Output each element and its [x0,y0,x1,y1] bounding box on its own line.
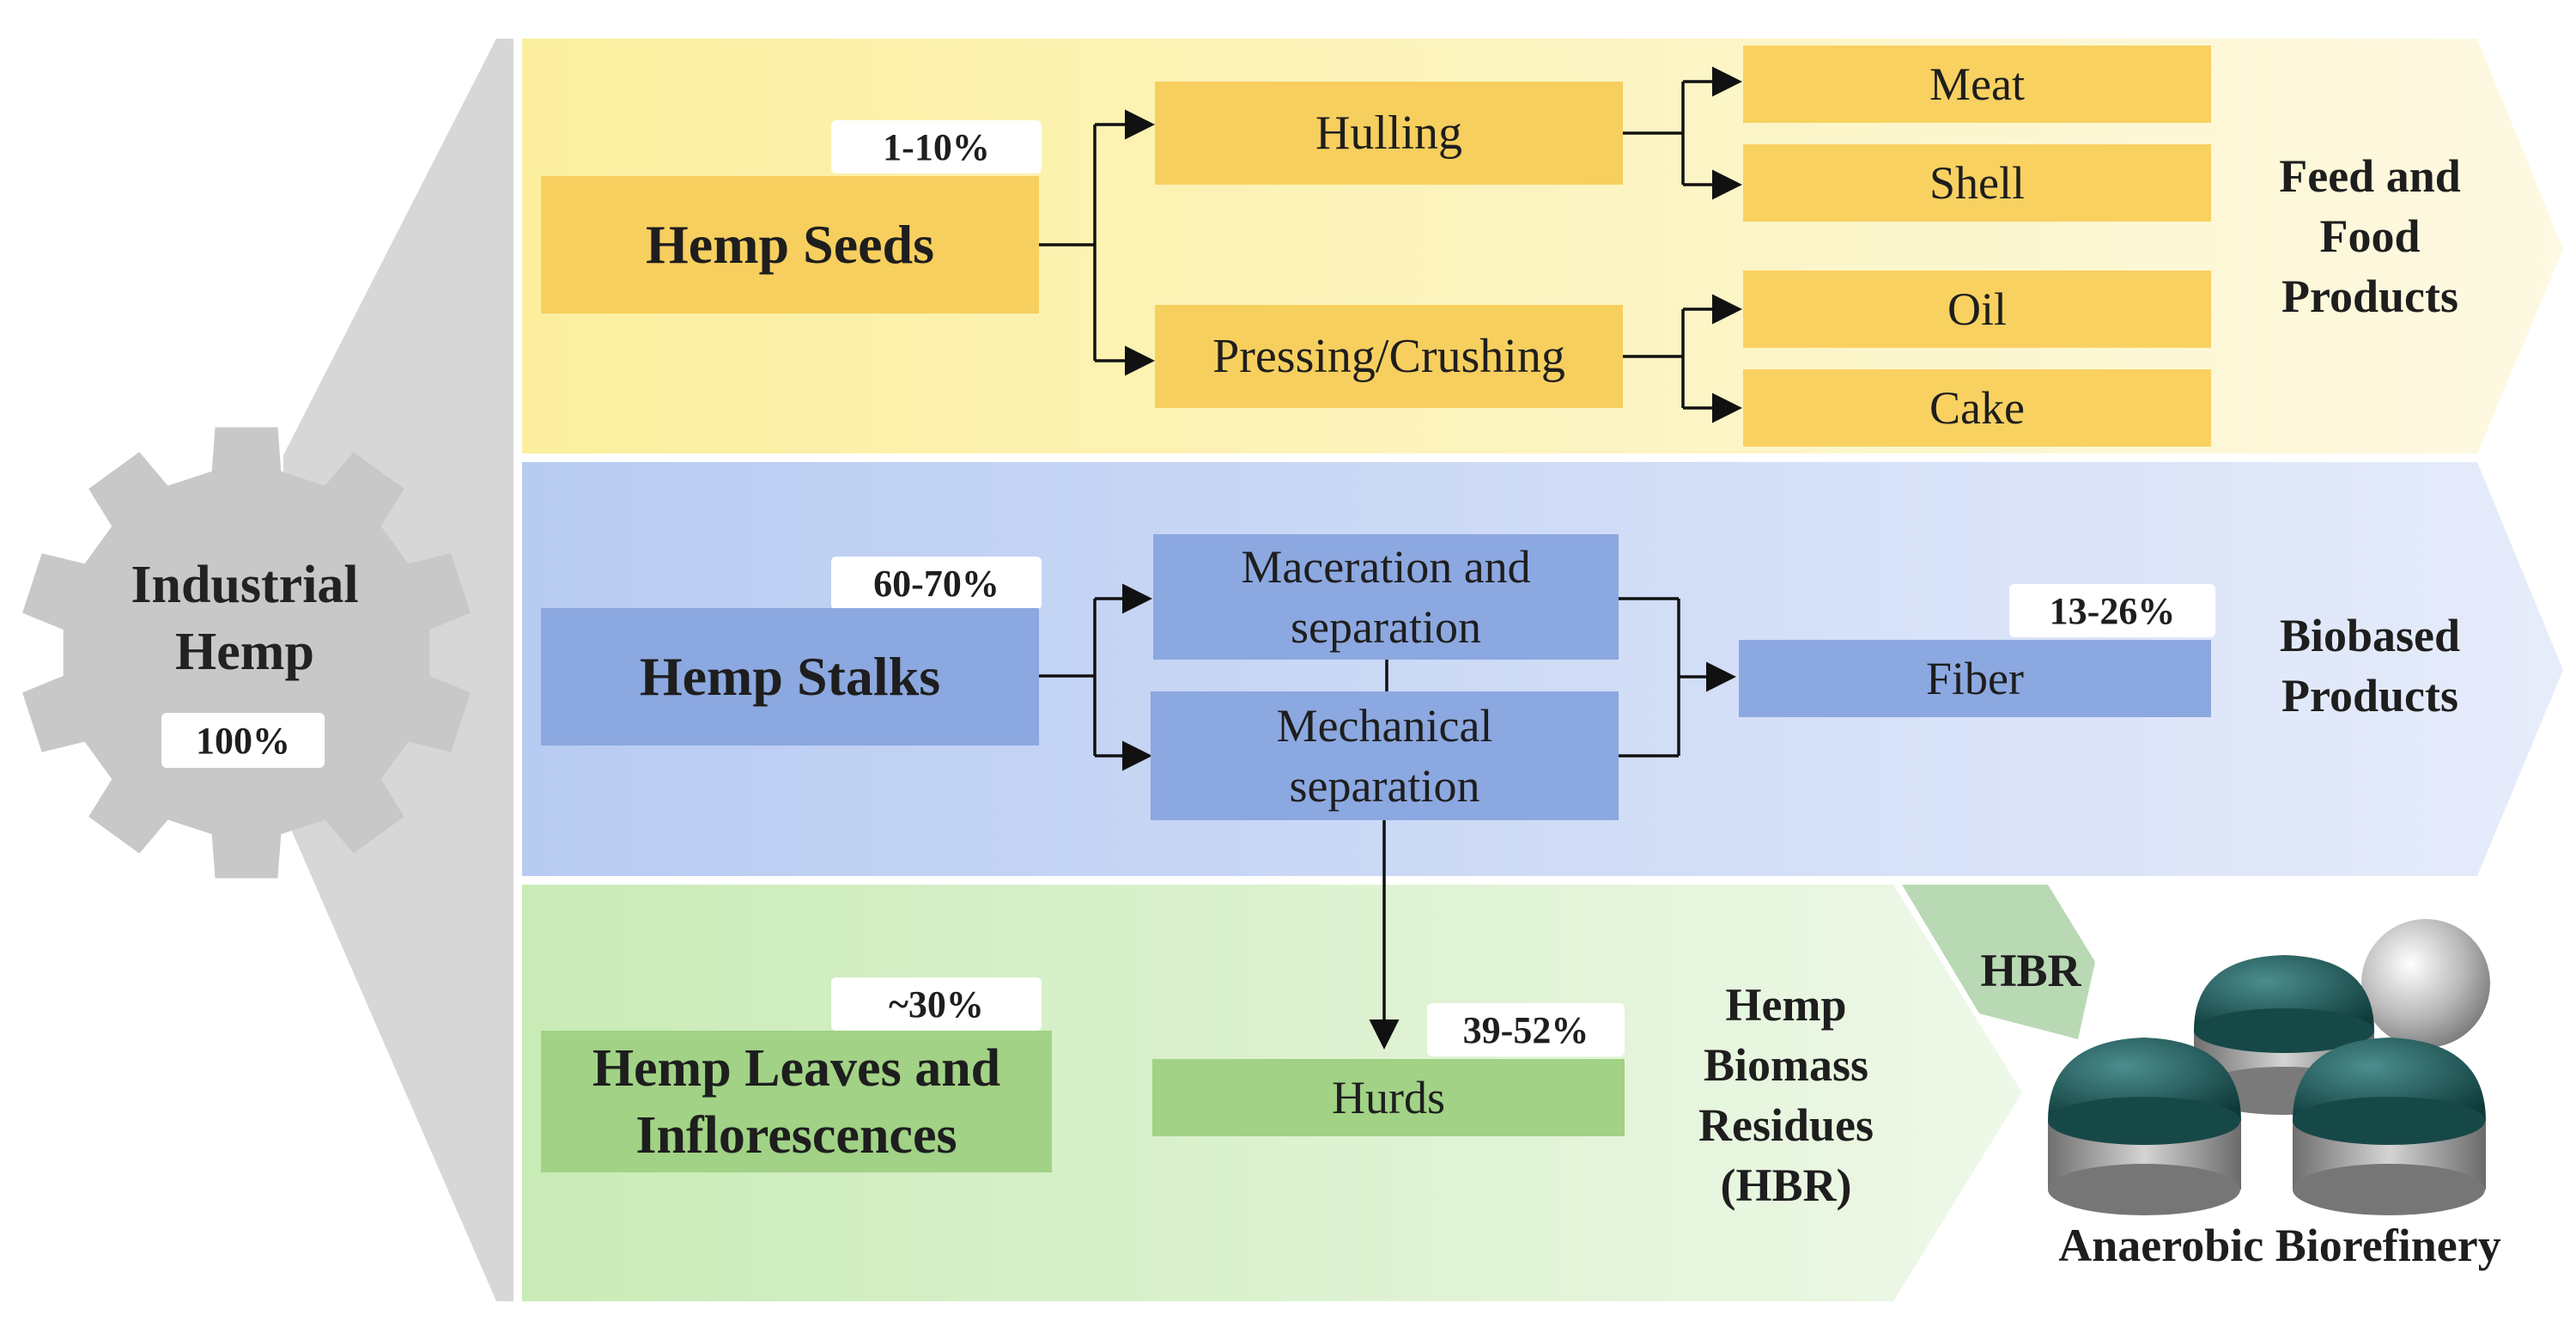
meat-box: Meat [1743,46,2211,123]
stalks-percent: 60-70% [831,557,1042,610]
shell-box: Shell [1743,144,2211,222]
connector-lines [1039,66,1742,1050]
hemp-seeds-box: Hemp Seeds [541,176,1039,313]
seeds-percent: 1-10% [831,120,1042,173]
hemp-leaves-box: Hemp Leaves and Inflorescences [541,1031,1052,1172]
maceration-box: Maceration and separation [1153,534,1619,660]
industrial-hemp-percent: 100% [161,713,325,768]
biobased-category: Biobased Products [2279,610,2461,721]
fiber-box: Fiber [1739,640,2211,717]
hemp-stalks-box: Hemp Stalks [541,608,1039,746]
hurds-box: Hurds [1152,1059,1625,1136]
cake-box: Cake [1743,369,2211,447]
hbr-category: Hemp Biomass Residues (HBR) [1698,979,1874,1211]
oil-box: Oil [1743,271,2211,348]
fiber-percent: 13-26% [2009,584,2215,637]
leaves-percent: ~30% [831,977,1042,1031]
hulling-box: Hulling [1155,82,1623,185]
feed-food-category: Feed and Food Products [2279,150,2461,322]
gear-icon [22,427,471,879]
pressing-box: Pressing/Crushing [1155,305,1623,408]
hbr-arrow [1902,885,2095,1039]
hurds-percent: 39-52% [1427,1003,1625,1056]
hbr-label: HBR [1980,945,2081,996]
industrial-hemp-label: Industrial Hemp [131,556,359,681]
biorefinery-icon [2048,919,2490,1215]
anaerobic-biorefinery-label: Anaerobic Biorefinery [2058,1220,2501,1271]
mechanical-separation-box: Mechanical separation [1151,691,1619,820]
